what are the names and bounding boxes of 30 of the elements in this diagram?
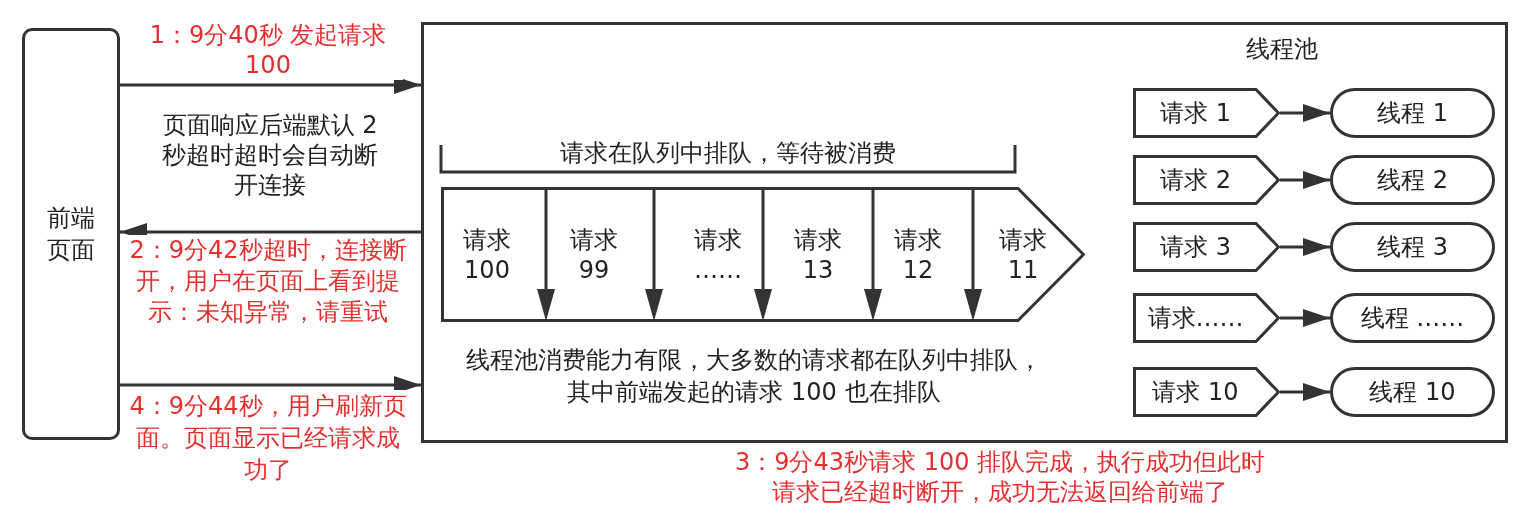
box-title: 线程池 — [1245, 34, 1319, 64]
request-tag: 请求…… — [1133, 293, 1280, 343]
request-tag: 请求 1 — [1133, 88, 1280, 138]
arrow — [1280, 104, 1330, 122]
arrow — [1280, 171, 1330, 189]
queue-item: 请求 11 — [998, 225, 1048, 285]
request-tag: 请求 2 — [1133, 155, 1280, 205]
thread-box: 线程 3 — [1330, 222, 1495, 272]
note-text: 3：9分43秒请求 100 排队完成，执行成功但此时请求已经超时断开，成功无法返回给前端了 — [733, 447, 1267, 507]
page-box: 前端页面 — [22, 28, 120, 440]
queue-item: 请求 …… — [693, 225, 743, 285]
arrow — [1280, 309, 1330, 327]
container-box — [421, 22, 1508, 443]
note-text: 页面响应后端默认 2 秒超时超时会自动断开连接 — [161, 110, 379, 200]
request-tag: 请求 3 — [1133, 222, 1280, 272]
thread-box: 线程 2 — [1330, 155, 1495, 205]
queue-item: 请求 13 — [793, 225, 843, 285]
queue-item: 请求 99 — [569, 225, 619, 285]
note-text: 线程池消费能力有限，大多数的请求都在队列中排队，其中前端发起的请求 100 也在排队 — [465, 345, 1043, 408]
thread-box: 线程 …… — [1330, 293, 1495, 343]
arrow — [120, 76, 421, 94]
thread-box: 线程 10 — [1330, 367, 1495, 417]
queue-caption: 请求在队列中排队，等待被消费 — [559, 138, 897, 168]
queue-item: 请求 12 — [893, 225, 943, 285]
thread-box: 线程 1 — [1330, 88, 1495, 138]
arrow — [1280, 238, 1330, 256]
queue-arrow — [441, 187, 1085, 322]
queue-item: 请求 100 — [462, 225, 512, 285]
arrow — [1280, 383, 1330, 401]
request-tag: 请求 10 — [1133, 367, 1280, 417]
